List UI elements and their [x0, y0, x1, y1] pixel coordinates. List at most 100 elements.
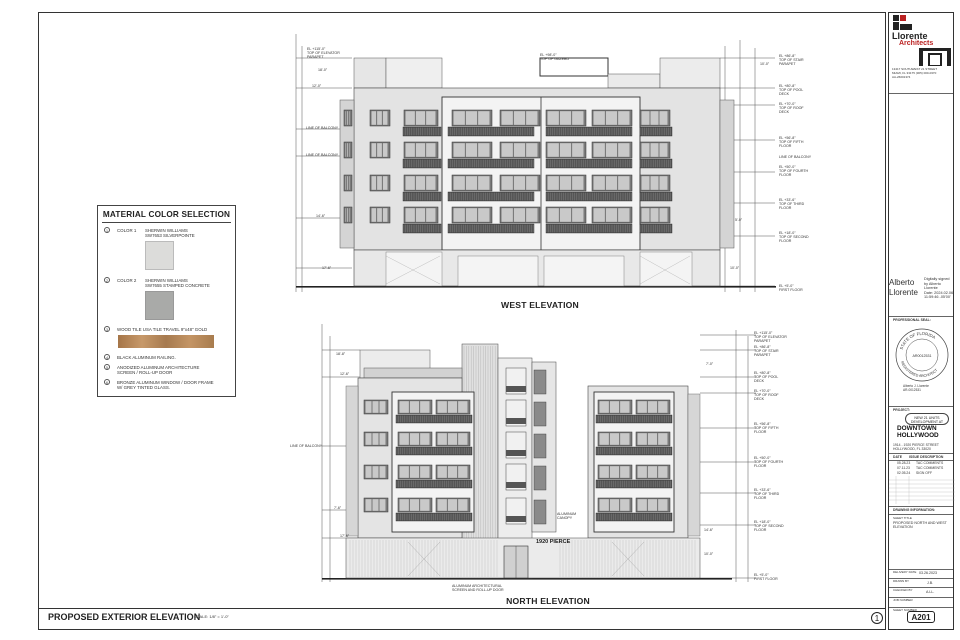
legend-item-text: ANODIZED ALUMINUM ARCHITECTURE — [117, 365, 200, 370]
window-pane — [376, 110, 383, 126]
window-pane — [348, 142, 350, 158]
project-address-2: HOLLYWOOD, FL 33020 — [893, 447, 931, 451]
tower-rail — [506, 450, 526, 456]
sheet-number: A201 — [907, 611, 935, 623]
sheet-title: PROPOSED EXTERIOR ELEVATION — [48, 612, 201, 622]
window-pane — [525, 142, 538, 158]
window-pane — [659, 175, 668, 191]
drawn-label: DRAWN BY — [893, 579, 910, 583]
window-pane — [513, 175, 526, 191]
legend-item-label: COLOR 2 — [117, 278, 137, 283]
window-pane — [345, 207, 347, 223]
legend-item-label: COLOR 1 — [117, 228, 137, 233]
window-pane — [501, 207, 514, 223]
west-dim-left-1: 18'-0" — [318, 68, 328, 72]
drawing-title-1: PROPOSED NORTH AND WEST — [893, 521, 947, 525]
window-pane — [605, 207, 618, 223]
legend-item-number: 5 — [104, 364, 110, 370]
window-pane — [415, 142, 426, 158]
window-pane — [447, 400, 458, 414]
balcony-railing — [395, 512, 473, 522]
legend-title: MATERIAL COLOR SELECTION — [102, 210, 231, 219]
west-elevator-level-note: EL +115'-0" TOP OF ELEVATOR PARAPET — [307, 47, 340, 60]
drawing-title-2: ELEVATION — [893, 525, 913, 529]
drawn-value: J.B. — [927, 581, 934, 585]
west-balcony-note-2: LINE OF BALCONY — [306, 153, 339, 157]
north-dim-left-3: 7'-6" — [334, 506, 342, 510]
balcony-railing — [402, 223, 442, 234]
color-1-swatch — [145, 241, 174, 270]
window-pane — [365, 498, 372, 512]
window-pane — [571, 175, 584, 191]
window-pane — [647, 465, 658, 479]
window-pane — [637, 465, 648, 479]
balcony-railing — [545, 223, 633, 234]
window-pane — [346, 142, 349, 158]
balcony-railing — [639, 126, 673, 137]
window-pane — [453, 110, 466, 126]
balcony-railing — [395, 479, 473, 489]
legend-item-text: W/ GREY TINTED GLASS. — [117, 385, 171, 390]
window-pane — [425, 142, 436, 158]
west-gazebo-el: EL +98'-0" — [540, 53, 557, 57]
window-pane — [650, 175, 659, 191]
window-pane — [371, 142, 377, 158]
balcony-railing — [402, 191, 442, 202]
window-pane — [365, 432, 372, 446]
tower-rail — [506, 386, 526, 392]
firm-address-3: AA-26001374 — [892, 75, 911, 79]
window-pane — [346, 175, 349, 191]
window-pane — [425, 175, 436, 191]
seal-label: PROFESSIONAL SEAL: — [893, 318, 931, 322]
west-dim-right-3: 10'-0" — [730, 266, 740, 270]
window-pane — [376, 142, 383, 158]
balcony-railing — [395, 446, 473, 456]
balcony-railing — [447, 126, 535, 137]
window-pane — [457, 400, 468, 414]
window-pane — [399, 498, 410, 512]
window-pane — [501, 175, 514, 191]
west-level: EL +5'-0"FIRST FLOOR — [779, 284, 803, 293]
window-pane — [477, 110, 490, 126]
window-pane — [419, 432, 430, 446]
balcony-railing — [595, 479, 673, 489]
north-elevation-drawing — [321, 324, 756, 582]
window-pane — [599, 432, 610, 446]
window-pane — [609, 498, 620, 512]
issue-row-desc: TAC COMMENTS — [916, 466, 944, 470]
window-pane — [513, 110, 526, 126]
west-elevator-name2: PARAPET — [307, 55, 324, 60]
balcony-railing — [402, 126, 442, 137]
window-pane — [415, 110, 426, 126]
window-pane — [379, 432, 386, 446]
svg-text:AR0012531: AR0012531 — [913, 354, 932, 358]
window-pane — [657, 465, 668, 479]
tower-panel — [533, 465, 547, 491]
window-pane — [345, 142, 347, 158]
north-elevation-title: NORTH ELEVATION — [506, 596, 590, 606]
window-pane — [465, 175, 478, 191]
legend-item-text: BLACK ALUMINUM RAILING. — [117, 355, 176, 360]
balcony-railing — [447, 158, 535, 169]
window-pane — [593, 207, 606, 223]
firm-logo-icon — [893, 15, 912, 30]
issue-row-desc: TAC COMMENTS — [916, 461, 944, 465]
window-pane — [405, 142, 416, 158]
window-pane — [605, 110, 618, 126]
window-pane — [641, 110, 650, 126]
issue-table-grid — [889, 476, 955, 504]
legend-item-number: 3 — [104, 326, 110, 332]
window-pane — [617, 142, 630, 158]
window-pane — [465, 110, 478, 126]
window-pane — [405, 207, 416, 223]
window-pane — [605, 175, 618, 191]
issue-row: 05.28.23 — [897, 461, 911, 465]
color-2-swatch — [145, 291, 174, 320]
